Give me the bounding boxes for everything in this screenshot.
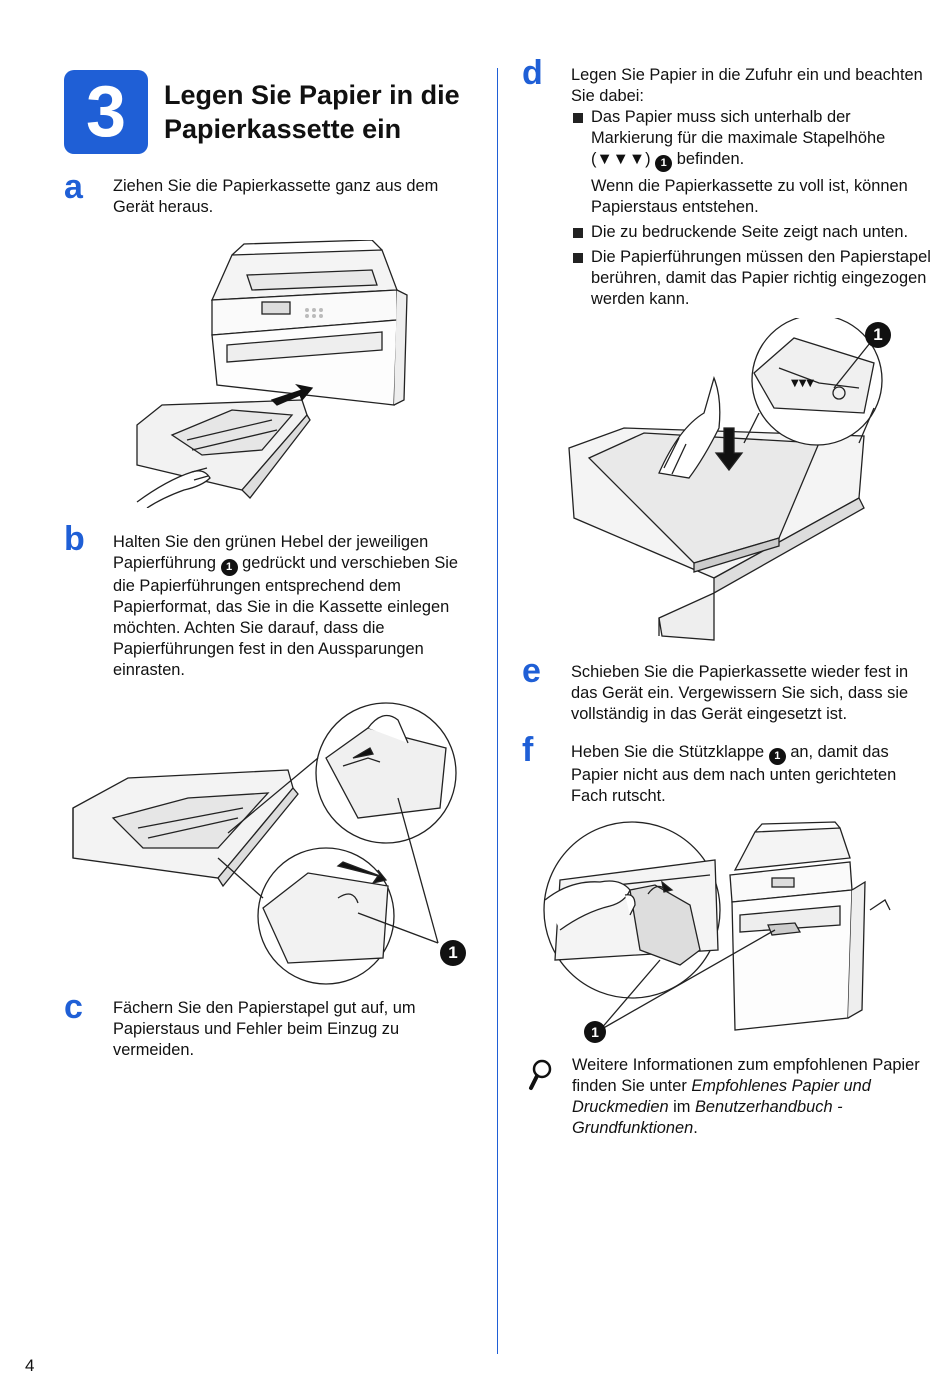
callout-1-marker: 1 [584,1021,606,1043]
note-text-middle: im [668,1098,695,1116]
svg-text:▼▼▼: ▼▼▼ [791,378,814,389]
illustration-tray-pull-out [132,240,422,508]
step-letter-e: e [522,652,541,690]
step-d-bullet-1-before: Das Papier muss sich unterhalb der Marki… [591,108,886,168]
note-text-before: Weitere Informationen zum empfohlenen Pa… [572,1056,920,1095]
step-number-badge: 3 [64,70,148,154]
step-letter-f: f [522,731,534,769]
step-letter-a: a [64,168,83,206]
callout-1-marker: 1 [440,940,466,966]
step-d-text: Legen Sie Papier in die Zufuhr ein und b… [571,65,933,310]
step-b-text-after: gedrückt und verschieben Sie die Papierf… [113,554,459,679]
note-link-paper[interactable]: Empfohlenes Papier und Druckmedien [572,1077,871,1116]
note-text: Weitere Informationen zum empfohlenen Pa… [572,1055,922,1139]
step-letter-c: c [64,988,83,1026]
callout-1-inline: 1 [655,155,673,172]
magnifier-icon [528,1058,554,1092]
illustration-paper-guides: 1 [68,698,478,988]
note-text-after: . [693,1119,698,1137]
callout-1-marker: 1 [865,322,891,348]
note-link-handbook[interactable]: Benutzerhandbuch - Grundfunktionen [572,1098,843,1137]
step-f-text: Heben Sie die Stützklappe 1 an, damit da… [571,742,933,807]
illustration-support-flap: 1 [540,820,920,1045]
step-f-text-before: Heben Sie die Stützklappe [571,743,765,761]
illustration-load-paper: ▼▼▼ 1 [564,318,894,648]
column-divider [497,68,498,1354]
callout-1-inline: 1 [220,559,238,576]
section-title-line1: Legen Sie Papier in die [164,80,460,110]
step-b-text: Halten Sie den grünen Hebel der jeweilig… [113,532,475,681]
step-d-bullet-2: Die zu bedruckende Seite zeigt nach unte… [571,222,933,243]
step-c-text: Fächern Sie den Papierstapel gut auf, um… [113,999,416,1059]
step-d-bullet-list: Das Papier muss sich unterhalb der Marki… [571,107,933,310]
section-title-line2: Papierkassette ein [164,114,402,144]
step-f-text-after: an, damit das Papier nicht aus dem nach … [571,743,897,805]
step-d-intro: Legen Sie Papier in die Zufuhr ein und b… [571,66,923,105]
step-a-text: Ziehen Sie die Papierkassette ganz aus d… [113,177,439,216]
step-d-bullet-3: Die Papierführungen müssen den Papiersta… [571,247,933,310]
step-d-bullet-1: Das Papier muss sich unterhalb der Marki… [571,107,933,218]
step-d-bullet-1-after: befinden. [676,150,745,168]
page-number: 4 [25,1356,35,1375]
step-letter-d: d [522,54,543,92]
step-b-text-before: Halten Sie den grünen Hebel der jeweilig… [113,533,429,572]
step-d-bullet-1-sub: Wenn die Papierkassette zu voll ist, kön… [591,177,908,216]
section-title: Legen Sie Papier in die Papierkassette e… [164,78,484,146]
step-letter-b: b [64,520,85,558]
step-e-text: Schieben Sie die Papierkassette wieder f… [571,663,909,723]
callout-1-inline: 1 [768,748,786,765]
